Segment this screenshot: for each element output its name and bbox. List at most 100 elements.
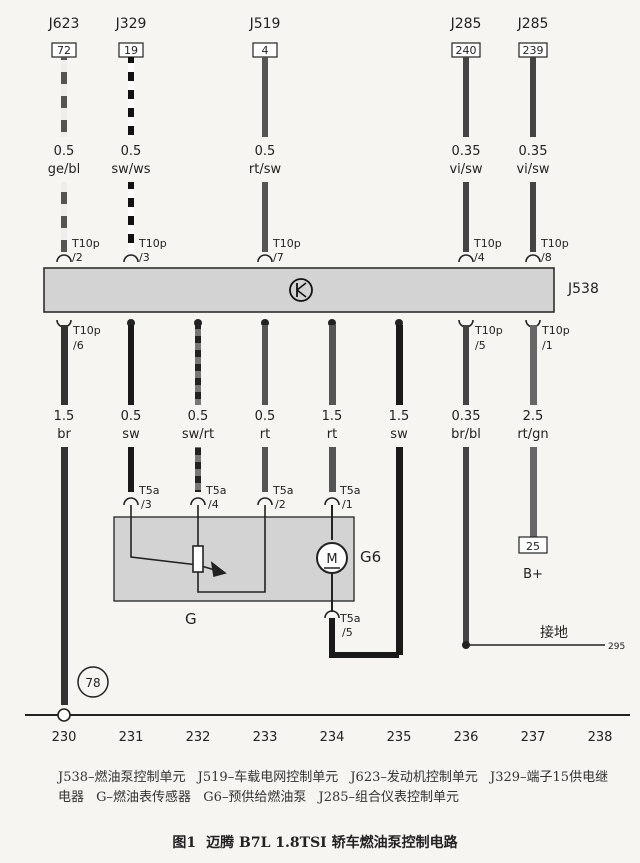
connector-pin: /4	[208, 498, 219, 511]
connector-label: T10p	[272, 237, 301, 250]
wire-rt	[262, 447, 268, 492]
wire-sw	[396, 447, 403, 655]
connector-pin: /7	[273, 251, 284, 264]
connector-label: T10p	[72, 324, 101, 337]
wire-j285-240	[463, 182, 469, 252]
wire-size: 0.35	[519, 144, 548, 159]
ground-node-78	[77, 666, 109, 698]
module-label: J623	[48, 16, 80, 32]
wire-color-code: sw/rt	[182, 427, 214, 442]
connector-label: T10p	[71, 237, 100, 250]
figure-title: 迈腾 B7L 1.8TSI 轿车燃油泵控制电路	[206, 835, 458, 851]
wire-j285-239	[530, 182, 536, 252]
transistor-icon	[289, 278, 313, 302]
bottom-wires	[61, 325, 537, 705]
wire-j285-240	[463, 57, 469, 137]
wire-color-code: sw	[122, 427, 140, 442]
connector-label: T5a	[339, 612, 360, 625]
legend-item: G–燃油表传感器	[96, 790, 192, 805]
motor-letter: M	[326, 552, 337, 567]
connector-label: T5a	[205, 484, 226, 497]
column-numbers: 230 231 232 233 234 235 236 237 238	[52, 730, 613, 745]
top-module-labels: J623 J329 J519 J285 J285	[48, 16, 549, 32]
wire-sw	[128, 447, 134, 492]
column-number: 236	[454, 730, 479, 745]
connector-label: T10p	[540, 237, 569, 250]
wire-rt-gn	[530, 447, 537, 537]
wire-size: 1.5	[389, 409, 410, 424]
wire-size: 1.5	[54, 409, 75, 424]
column-number: 237	[521, 730, 546, 745]
pin-number: 4	[262, 44, 269, 57]
wire-sw-rt	[195, 447, 201, 492]
connector-pin: /1	[342, 498, 353, 511]
fuel-gauge-sensor-g	[130, 505, 266, 593]
connector-label: T5a	[339, 484, 360, 497]
top-connectors: T10p /2 T10p /3 T10p /7 T10p /4 T10p /8	[56, 237, 569, 264]
wire-size: 0.5	[54, 144, 75, 159]
wire-rt	[329, 447, 336, 492]
wiring-diagram: J623 J329 J519 J285 J285 72 19 4 240 239…	[25, 16, 630, 745]
battery-label: B+	[523, 567, 543, 582]
battery-pin-box	[518, 536, 548, 554]
connector-pin: /3	[141, 498, 152, 511]
module-label: J285	[517, 16, 549, 32]
bottom-t10p-labels: T10p /6 T10p /5 T10p /1	[72, 324, 570, 352]
wire-j623	[61, 182, 67, 252]
wire-color-code: br	[57, 427, 71, 442]
wire-rt	[262, 325, 268, 405]
pump-label-g6: G6	[360, 548, 381, 566]
wire-j519	[262, 57, 268, 137]
connector-label: T5a	[272, 484, 293, 497]
wire-color-code: vi/sw	[449, 162, 482, 177]
ground-node-label: 78	[85, 676, 100, 690]
wire-j623	[61, 57, 67, 137]
connector-label: T5a	[138, 484, 159, 497]
wire-color-code: vi/sw	[516, 162, 549, 177]
wire-sw	[396, 325, 403, 405]
wire-sw-rt	[195, 325, 201, 405]
wire-br	[61, 325, 68, 405]
legend-item: J285–组合仪表控制单元	[318, 790, 460, 805]
wire-color-code: br/bl	[451, 427, 481, 442]
t5a-connectors: T5a /3 T5a /4 T5a /2 T5a /1	[123, 484, 360, 511]
wire-size: 2.5	[523, 409, 544, 424]
connector-pin: /3	[139, 251, 150, 264]
wire-color-code: rt/sw	[249, 162, 282, 177]
wire-size: 0.35	[452, 409, 481, 424]
pin-number: 19	[124, 44, 138, 57]
wire-size: 0.5	[188, 409, 209, 424]
wire-color-code: rt	[260, 427, 270, 442]
connector-pin: /2	[72, 251, 83, 264]
figure-caption: 图1 迈腾 B7L 1.8TSI 轿车燃油泵控制电路	[0, 832, 640, 852]
legend-item: J329–端子15供电继电器	[58, 770, 609, 805]
connector-pin: /6	[73, 339, 84, 352]
pin-number: 72	[57, 44, 71, 57]
wire-color-code: rt/gn	[517, 427, 548, 442]
connector-pin: /5	[475, 339, 486, 352]
wire-color-code: rt	[327, 427, 337, 442]
wire-br-bl	[463, 447, 469, 642]
wire-sw	[128, 325, 134, 405]
ground-ref: 295	[608, 642, 625, 652]
sensor-label-g: G	[185, 610, 197, 628]
column-number: 238	[588, 730, 613, 745]
module-label: J519	[249, 16, 281, 32]
wire-size: 1.5	[322, 409, 343, 424]
wire-br	[61, 447, 68, 705]
column-number: 232	[186, 730, 211, 745]
connector-pin: /1	[542, 339, 553, 352]
connector-pin: /5	[342, 626, 353, 639]
connector-pin: /8	[541, 251, 552, 264]
pump-connector-arc	[324, 610, 340, 619]
connector-label: T10p	[473, 237, 502, 250]
pin-number: 239	[523, 44, 544, 57]
fuel-pump-g6: M	[316, 505, 348, 612]
wire-br-bl	[463, 325, 469, 405]
column-number: 235	[387, 730, 412, 745]
battery-pin: 25	[526, 540, 540, 553]
wire-j329	[128, 57, 134, 137]
bottom-wire-labels: 1.5 br 0.5 sw 0.5 sw/rt 0.5 rt 1.5 rt 1.…	[54, 409, 549, 442]
figure-number: 图1	[172, 835, 197, 851]
top-wires	[61, 57, 536, 252]
